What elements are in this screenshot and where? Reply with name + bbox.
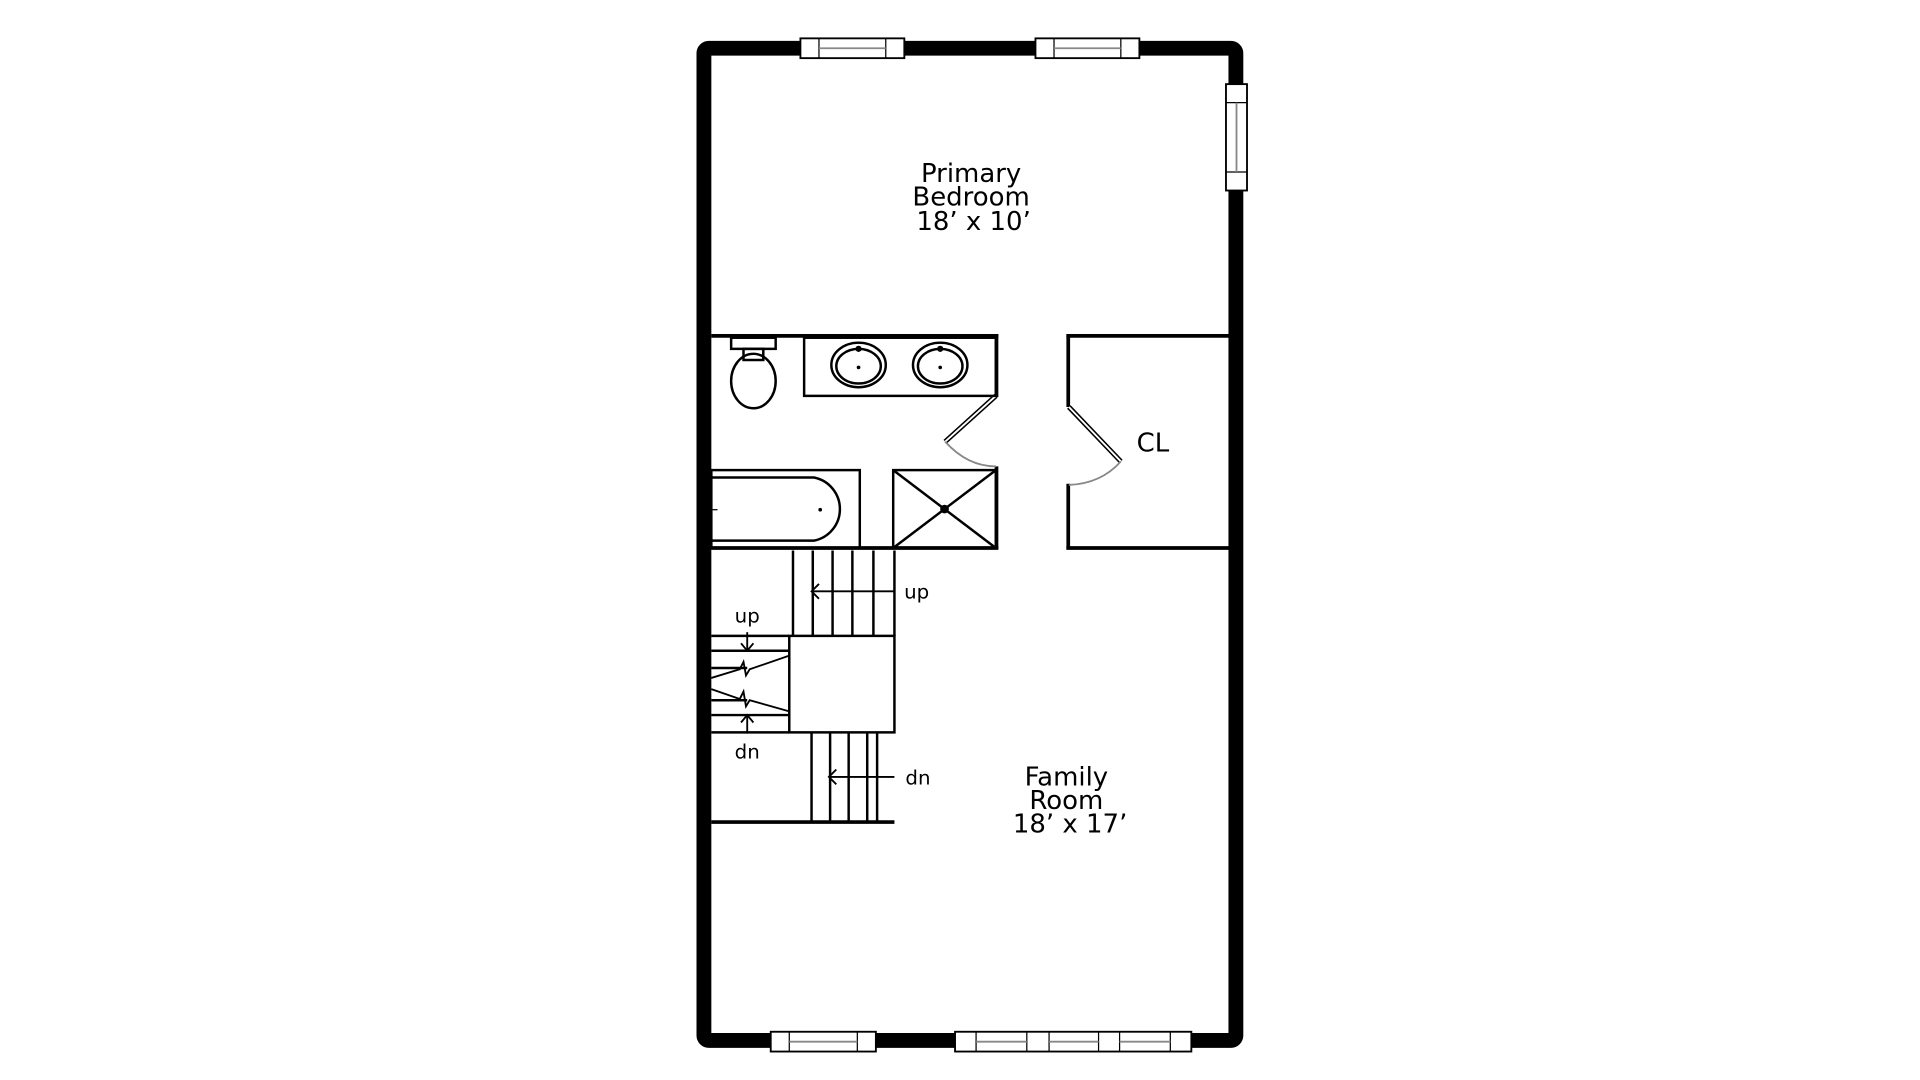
window-right [1225, 83, 1248, 192]
family-room-label-2: Room [1029, 786, 1103, 816]
toilet-icon [729, 336, 777, 410]
primary-bedroom-size: 18’ x 10’ [916, 207, 1030, 237]
winder-dn-label: dn [735, 740, 760, 763]
family-room-label: Family [1025, 763, 1109, 793]
stairs-upper-flight [791, 550, 896, 636]
window-top-left [799, 37, 906, 60]
family-room-size: 18’ x 17’ [1013, 810, 1127, 840]
shower-icon [891, 468, 998, 550]
stairs-up-label: up [904, 581, 929, 604]
stairs-dn-label: dn [905, 766, 930, 789]
window-top-right [1034, 37, 1141, 60]
double-vanity [802, 336, 998, 398]
closet-door[interactable] [1067, 405, 1123, 486]
window-bottom-left [769, 1030, 877, 1053]
stair-landing [788, 634, 896, 734]
primary-bedroom-label: Primary [921, 159, 1021, 189]
stairs-lower-flight [711, 732, 895, 824]
winder-up-label: up [735, 604, 760, 627]
primary-bedroom-label-2: Bedroom [912, 182, 1029, 212]
window-bottom-right [954, 1030, 1193, 1053]
stairs-winder [711, 632, 790, 734]
closet-label: CL [1137, 429, 1170, 459]
closet-walls [1066, 334, 1230, 550]
bathroom-door[interactable] [943, 394, 998, 468]
bathtub-icon [710, 468, 862, 550]
